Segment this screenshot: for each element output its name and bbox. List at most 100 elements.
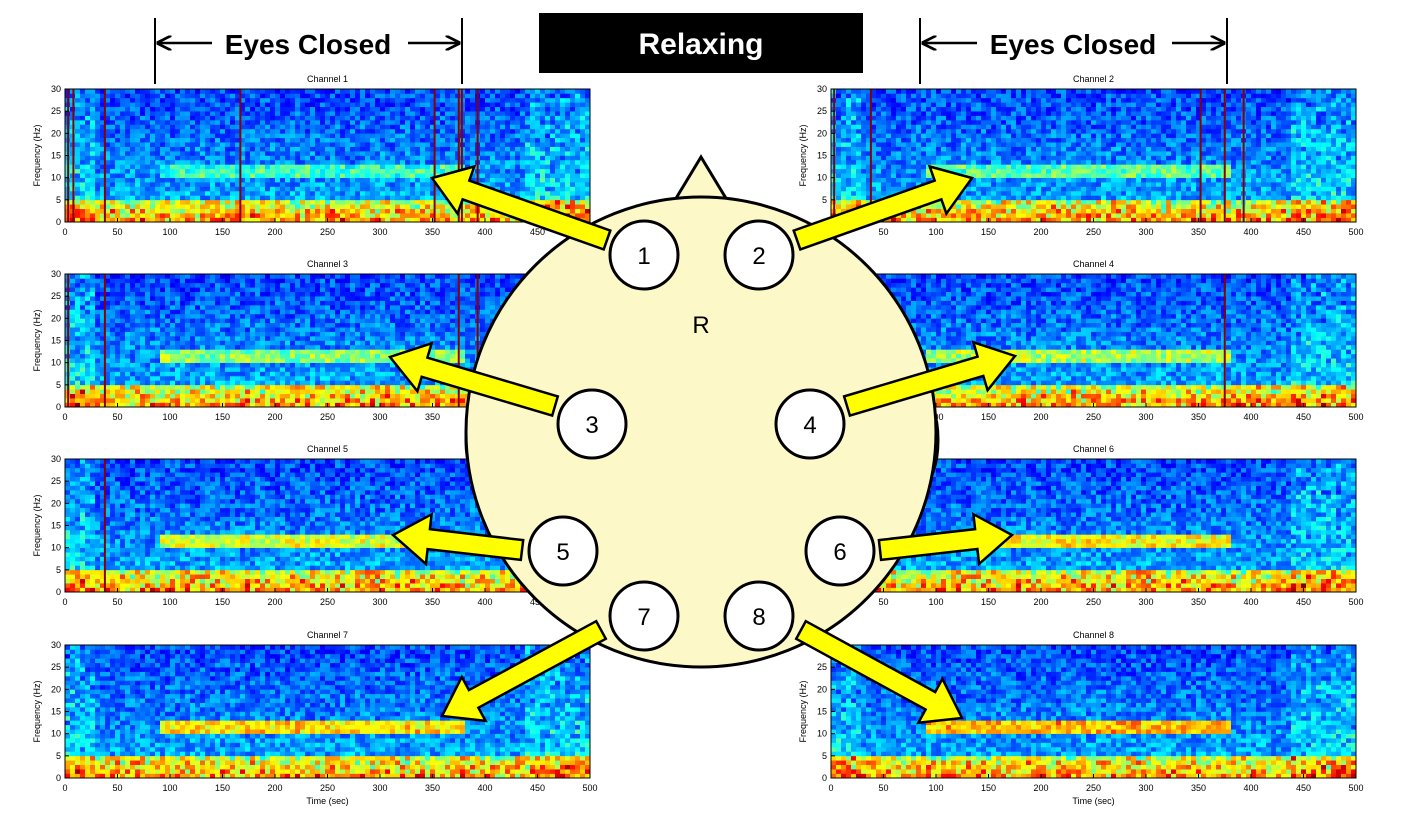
x-tick-label: 100 [928,597,943,607]
x-tick-label: 450 [1296,227,1311,237]
x-tick-label: 150 [215,783,230,793]
chart-title: Channel 1 [307,74,348,84]
y-tick-label: 0 [56,587,61,597]
x-tick-label: 50 [112,783,122,793]
x-tick-label: 500 [1348,783,1363,793]
x-tick-label: 100 [162,227,177,237]
x-tick-label: 50 [878,597,888,607]
chart-title: Channel 6 [1073,444,1114,454]
y-tick-label: 20 [51,498,61,508]
x-tick-label: 350 [425,412,440,422]
spectrogram-texture [831,645,1356,778]
y-tick-label: 20 [817,128,827,138]
electrode-label: 1 [637,243,650,270]
x-tick-label: 200 [267,412,282,422]
x-tick-label: 300 [1138,227,1153,237]
x-tick-label: 250 [1086,783,1101,793]
x-tick-label: 50 [112,227,122,237]
x-tick-label: 200 [1033,597,1048,607]
x-tick-label: 300 [372,597,387,607]
x-tick-label: 150 [215,227,230,237]
x-tick-label: 100 [162,597,177,607]
y-tick-label: 30 [51,640,61,650]
electrode-label: 5 [556,539,569,566]
y-tick-label: 30 [51,84,61,94]
y-tick-label: 20 [51,684,61,694]
chart-title: Channel 5 [307,444,348,454]
chart-title: Channel 4 [1073,259,1114,269]
x-tick-label: 350 [425,783,440,793]
x-tick-label: 300 [1138,783,1153,793]
chart-title: Channel 3 [307,259,348,269]
x-tick-label: 300 [372,227,387,237]
electrode-1: 1 [610,221,678,289]
nose [675,157,727,200]
electrode-5: 5 [529,517,597,585]
x-tick-label: 0 [62,597,67,607]
y-tick-label: 25 [51,291,61,301]
y-axis-label: Frequency (Hz) [798,124,808,186]
x-tick-label: 250 [1086,412,1101,422]
electrode-2: 2 [725,221,793,289]
electrode-7: 7 [610,582,678,650]
y-tick-label: 25 [817,106,827,116]
x-tick-label: 350 [1191,597,1206,607]
electrode-label: 2 [752,243,765,270]
x-tick-label: 100 [162,783,177,793]
y-tick-label: 20 [51,313,61,323]
x-tick-label: 200 [267,227,282,237]
spectrogram-texture [65,645,590,778]
x-tick-label: 350 [1191,783,1206,793]
x-tick-label: 0 [62,783,67,793]
x-tick-label: 500 [1348,597,1363,607]
x-tick-label: 400 [477,783,492,793]
y-tick-label: 15 [51,336,61,346]
electrode-label: 8 [752,604,765,631]
x-axis-label: Time (sec) [1072,796,1114,806]
eyes-closed-label-left: Eyes Closed [225,29,392,60]
x-tick-label: 250 [320,783,335,793]
x-tick-label: 400 [1243,597,1258,607]
x-tick-label: 500 [1348,412,1363,422]
x-tick-label: 400 [477,597,492,607]
y-tick-label: 10 [51,543,61,553]
title-text: Relaxing [638,28,763,61]
x-tick-label: 150 [981,783,996,793]
x-tick-label: 200 [267,783,282,793]
y-axis-label: Frequency (Hz) [798,680,808,742]
electrode-3: 3 [558,390,626,458]
x-tick-label: 450 [1296,597,1311,607]
y-tick-label: 15 [51,521,61,531]
y-tick-label: 15 [51,707,61,717]
y-tick-label: 5 [56,195,61,205]
chart-title: Channel 2 [1073,74,1114,84]
x-tick-label: 150 [215,597,230,607]
x-tick-label: 400 [1243,227,1258,237]
x-tick-label: 250 [1086,597,1101,607]
y-tick-label: 20 [51,128,61,138]
y-tick-label: 5 [822,751,827,761]
y-tick-label: 25 [51,106,61,116]
y-tick-label: 10 [51,729,61,739]
x-tick-label: 300 [372,412,387,422]
chart-title: Channel 7 [307,630,348,640]
x-tick-label: 350 [1191,412,1206,422]
x-tick-label: 50 [878,783,888,793]
x-tick-label: 250 [320,412,335,422]
x-tick-label: 100 [162,412,177,422]
y-tick-label: 5 [56,565,61,575]
x-tick-label: 200 [1033,412,1048,422]
y-tick-label: 10 [817,729,827,739]
x-tick-label: 250 [320,227,335,237]
x-tick-label: 300 [1138,597,1153,607]
x-tick-label: 450 [1296,412,1311,422]
x-tick-label: 400 [1243,783,1258,793]
x-tick-label: 450 [530,783,545,793]
y-tick-label: 10 [51,173,61,183]
x-tick-label: 250 [1086,227,1101,237]
y-tick-label: 15 [51,151,61,161]
